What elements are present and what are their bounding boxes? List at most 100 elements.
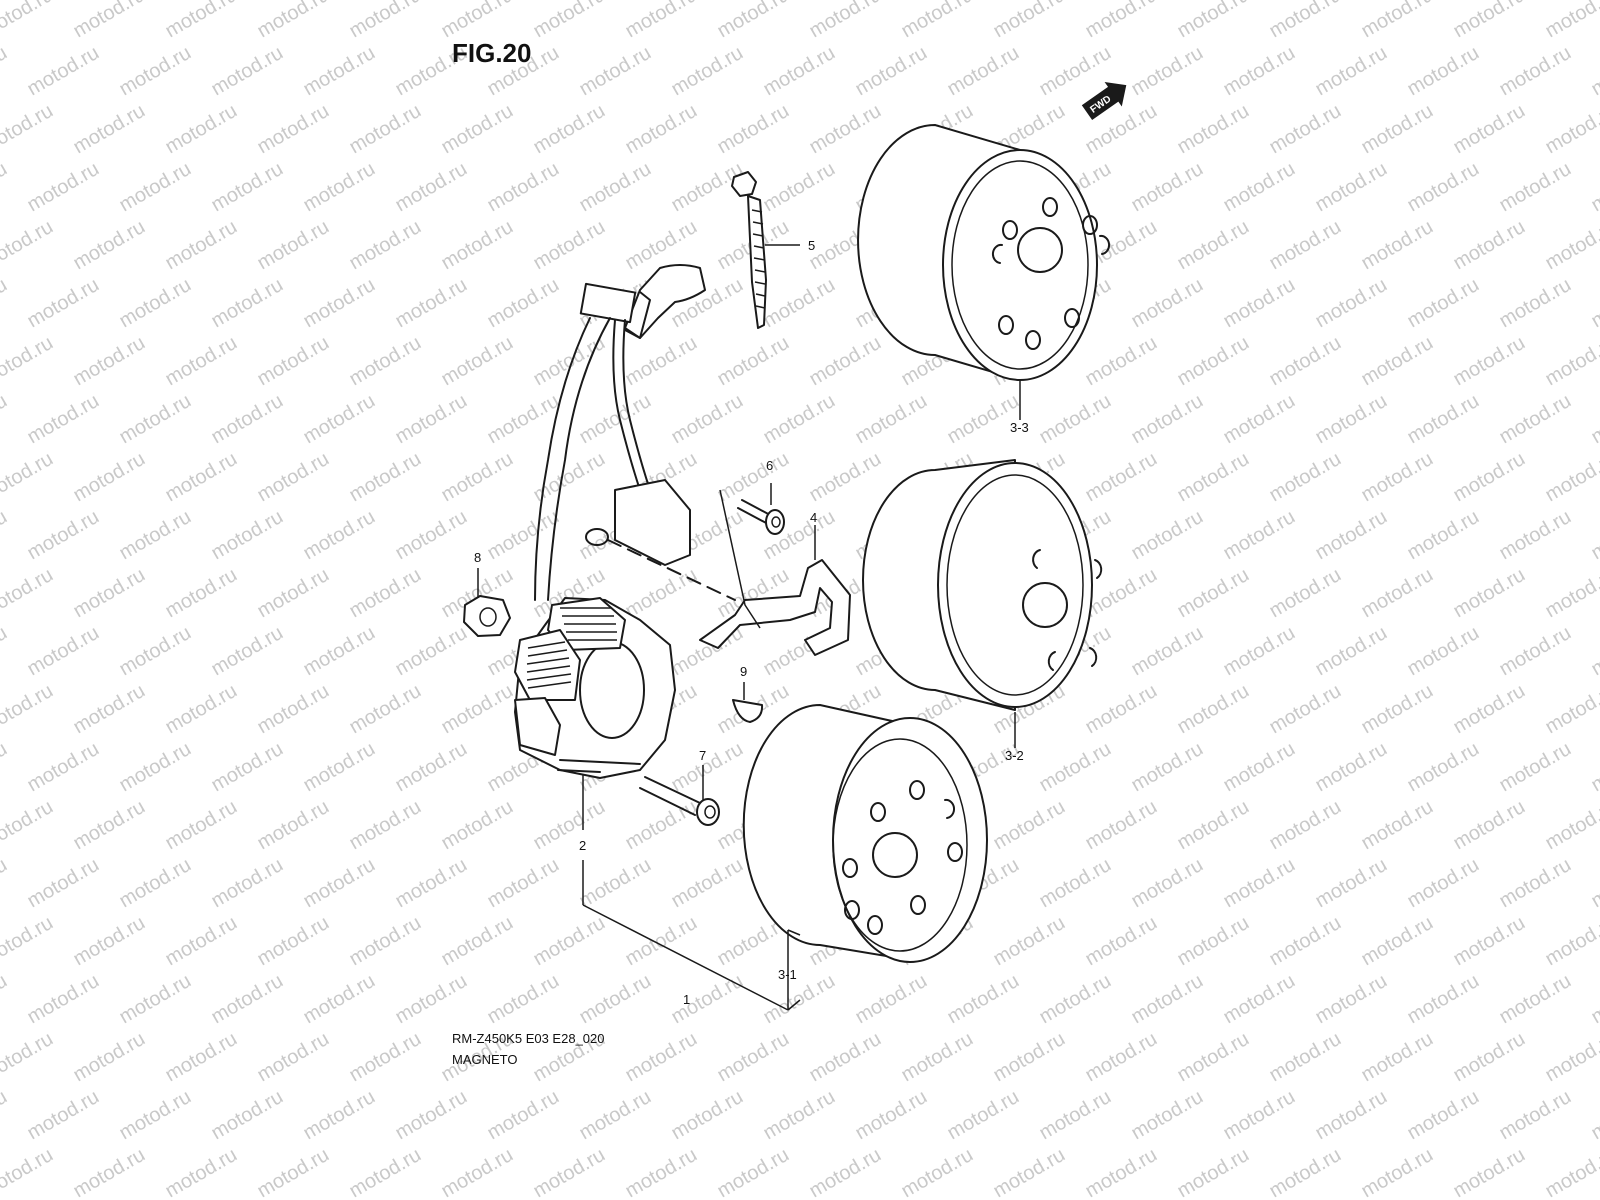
watermark-text: motod.ru [1496,738,1575,797]
watermark-text: motod.ru [1358,912,1437,971]
watermark-text: motod.ru [1404,970,1483,1029]
watermark-text: motod.ru [254,1028,333,1087]
watermark-text: motod.ru [990,1028,1069,1087]
watermark-text: motod.ru [1128,390,1207,449]
watermark-text: motod.ru [1450,796,1529,855]
watermark-text: motod.ru [346,216,425,275]
watermark-text: motod.ru [668,390,747,449]
watermark-text: motod.ru [1266,216,1345,275]
watermark-text: motod.ru [70,0,149,42]
watermark-text: motod.ru [898,1144,977,1200]
footer-code: RM-Z450K5 E03 E28_020 [452,1031,605,1046]
watermark-text: motod.ru [1128,1086,1207,1145]
watermark-text: motod.ru [852,390,931,449]
watermark-text: motod.ru [714,448,793,507]
watermark-text: motod.ru [116,854,195,913]
watermark-text: motod.ru [254,1144,333,1200]
watermark-text: motod.ru [300,506,379,565]
nut-8 [463,595,511,637]
watermark-text: motod.ru [1082,796,1161,855]
watermark-text: motod.ru [1496,506,1575,565]
watermark-text: motod.ru [1588,738,1600,797]
watermark-text: motod.ru [116,1086,195,1145]
watermark-text: motod.ru [1220,274,1299,333]
watermark-text: motod.ru [1036,970,1115,1029]
watermark-text: motod.ru [1496,970,1575,1029]
watermark-text: motod.ru [208,738,287,797]
watermark-text: motod.ru [1588,970,1600,1029]
watermark-text: motod.ru [208,390,287,449]
watermark-text: motod.ru [208,854,287,913]
watermark-text: motod.ru [346,448,425,507]
watermark-text: motod.ru [714,100,793,159]
watermark-text: motod.ru [1312,738,1391,797]
watermark-text: motod.ru [1450,100,1529,159]
watermark-text: motod.ru [1542,448,1600,507]
watermark-text: motod.ru [806,332,885,391]
watermark-text: motod.ru [1082,912,1161,971]
part-label-9: 9 [740,664,747,679]
watermark-text: motod.ru [1496,158,1575,217]
watermark-text: motod.ru [1358,448,1437,507]
watermark-text: motod.ru [438,216,517,275]
watermark-text: motod.ru [806,1028,885,1087]
watermark-text: motod.ru [898,0,977,42]
watermark-text: motod.ru [1312,274,1391,333]
watermark-text: motod.ru [622,1144,701,1200]
watermark-text: motod.ru [1128,158,1207,217]
watermark-text: motod.ru [668,970,747,1029]
watermark-text: motod.ru [346,1144,425,1200]
watermark-text: motod.ru [254,100,333,159]
rotor-3-2 [862,459,1103,711]
watermark-text: motod.ru [944,42,1023,101]
watermark-text: motod.ru [1542,796,1600,855]
part-label-3-1: 3-1 [778,967,797,982]
watermark-text: motod.ru [1542,564,1600,623]
watermark-text: motod.ru [1174,1144,1253,1200]
watermark-text: motod.ru [1128,274,1207,333]
watermark-text: motod.ru [1358,0,1437,42]
watermark-text: motod.ru [1174,912,1253,971]
watermark-text: motod.ru [1174,680,1253,739]
watermark-text: motod.ru [116,970,195,1029]
watermark-text: motod.ru [1082,332,1161,391]
watermark-text: motod.ru [208,970,287,1029]
watermark-text: motod.ru [760,970,839,1029]
watermark-text: motod.ru [24,854,103,913]
watermark-text: motod.ru [1542,1028,1600,1087]
watermark-text: motod.ru [1174,216,1253,275]
watermark-text: motod.ru [1542,912,1600,971]
watermark-text: motod.ru [162,332,241,391]
watermark-text: motod.ru [392,1086,471,1145]
watermark-text: motod.ru [576,970,655,1029]
watermark-text: motod.ru [1496,390,1575,449]
screw-7 [639,776,720,826]
watermark-text: motod.ru [254,796,333,855]
footer-name: MAGNETO [452,1052,518,1067]
watermark-text: motod.ru [622,796,701,855]
watermark-text: motod.ru [438,100,517,159]
watermark-text: motod.ru [576,158,655,217]
watermark-text: motod.ru [806,100,885,159]
watermark-text: motod.ru [1220,1086,1299,1145]
watermark-text: motod.ru [1358,680,1437,739]
watermark-text: motod.ru [300,390,379,449]
watermark-text: motod.ru [530,332,609,391]
watermark-text: motod.ru [208,274,287,333]
watermark-text: motod.ru [1542,1144,1600,1200]
watermark-text: motod.ru [1404,390,1483,449]
watermark-text: motod.ru [622,332,701,391]
watermark-text: motod.ru [484,274,563,333]
watermark-text: motod.ru [714,1028,793,1087]
watermark-text: motod.ru [898,1028,977,1087]
watermark-text: motod.ru [254,216,333,275]
watermark-text: motod.ru [530,0,609,42]
watermark-text: motod.ru [852,1086,931,1145]
watermark-text: motod.ru [1266,0,1345,42]
watermark-text: motod.ru [254,680,333,739]
watermark-text: motod.ru [1542,332,1600,391]
watermark-text: motod.ru [760,390,839,449]
watermark-text: motod.ru [714,332,793,391]
watermark-text: motod.ru [1174,448,1253,507]
watermark-text: motod.ru [1542,0,1600,42]
